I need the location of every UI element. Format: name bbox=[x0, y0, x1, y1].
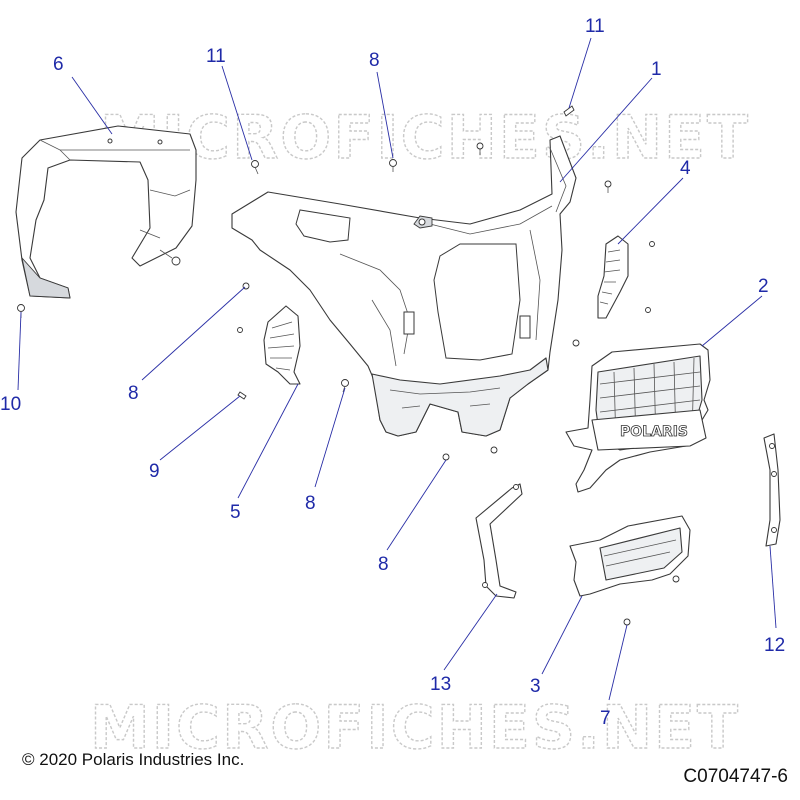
leader-11a bbox=[221, 65, 253, 161]
leader-lines bbox=[17, 37, 777, 701]
leader-8d bbox=[386, 459, 447, 551]
leader-8c bbox=[314, 387, 346, 488]
grille-logo-text: POLARIS bbox=[620, 424, 688, 440]
callout-1: 1 bbox=[651, 59, 662, 80]
watermark-top: MICROFICHES.NET bbox=[100, 103, 750, 173]
leader-6 bbox=[71, 76, 113, 135]
screw-pin-c bbox=[649, 241, 655, 247]
callout-6: 6 bbox=[53, 54, 64, 75]
fastener-set bbox=[17, 105, 680, 626]
callout-13: 13 bbox=[430, 674, 451, 695]
screw-pin-h bbox=[672, 575, 680, 583]
callout-8b: 8 bbox=[128, 383, 139, 404]
screw-9 bbox=[237, 391, 247, 400]
leader-7 bbox=[608, 624, 628, 701]
part-13-trim-strip[interactable] bbox=[475, 483, 523, 599]
part-6-inner-panel[interactable] bbox=[15, 125, 197, 299]
screw-pin-e bbox=[572, 339, 580, 347]
callout-4: 4 bbox=[680, 158, 691, 179]
screw-pin-f bbox=[237, 327, 243, 333]
screw-7 bbox=[623, 618, 631, 626]
part-1-front-fascia[interactable] bbox=[231, 135, 577, 437]
callout-10: 10 bbox=[0, 394, 21, 415]
callout-2: 2 bbox=[758, 276, 769, 297]
screw-pin-d bbox=[645, 307, 651, 313]
callout-labels: 6 11 8 11 1 4 2 10 8 9 5 8 8 13 3 7 12 bbox=[0, 16, 785, 729]
part-3-lower-cover[interactable] bbox=[569, 515, 691, 597]
screw-8a bbox=[389, 159, 397, 172]
part-4-vent-bracket[interactable] bbox=[597, 235, 629, 319]
callout-12: 12 bbox=[764, 635, 785, 656]
part-12-side-strip[interactable] bbox=[763, 433, 781, 547]
callout-9: 9 bbox=[149, 461, 160, 482]
leader-10 bbox=[17, 311, 22, 391]
callout-8a: 8 bbox=[369, 50, 380, 71]
leader-1 bbox=[559, 77, 653, 183]
leader-11b bbox=[568, 37, 592, 109]
screw-8c bbox=[341, 379, 349, 393]
callout-3: 3 bbox=[530, 676, 541, 697]
leader-3 bbox=[541, 595, 583, 675]
screw-pin-g bbox=[490, 446, 498, 454]
screw-pin-b bbox=[604, 180, 612, 193]
leader-4 bbox=[617, 177, 684, 245]
part-5-vent-bracket[interactable] bbox=[263, 305, 301, 385]
leader-8a bbox=[376, 71, 394, 159]
leader-13 bbox=[443, 593, 498, 671]
callout-8d: 8 bbox=[378, 554, 389, 575]
leader-9 bbox=[159, 395, 241, 461]
watermark-bottom: MICROFICHES.NET bbox=[90, 693, 740, 763]
screw-11a bbox=[251, 160, 259, 175]
callout-11a: 11 bbox=[206, 46, 226, 67]
screw-8d bbox=[442, 453, 450, 461]
screw-pin-a bbox=[476, 142, 484, 155]
leader-8b bbox=[141, 286, 246, 381]
callout-11b: 11 bbox=[585, 16, 605, 37]
part-2-grille[interactable]: POLARIS bbox=[565, 343, 711, 493]
leader-2 bbox=[701, 295, 763, 347]
leader-12 bbox=[769, 545, 777, 629]
copyright-notice: © 2020 Polaris Industries Inc. bbox=[22, 750, 245, 769]
callout-7: 7 bbox=[600, 708, 611, 729]
drawing-number: C0704747-6 bbox=[683, 766, 788, 787]
callout-5: 5 bbox=[230, 502, 241, 523]
callout-8c: 8 bbox=[305, 493, 316, 514]
leader-5 bbox=[237, 383, 299, 499]
